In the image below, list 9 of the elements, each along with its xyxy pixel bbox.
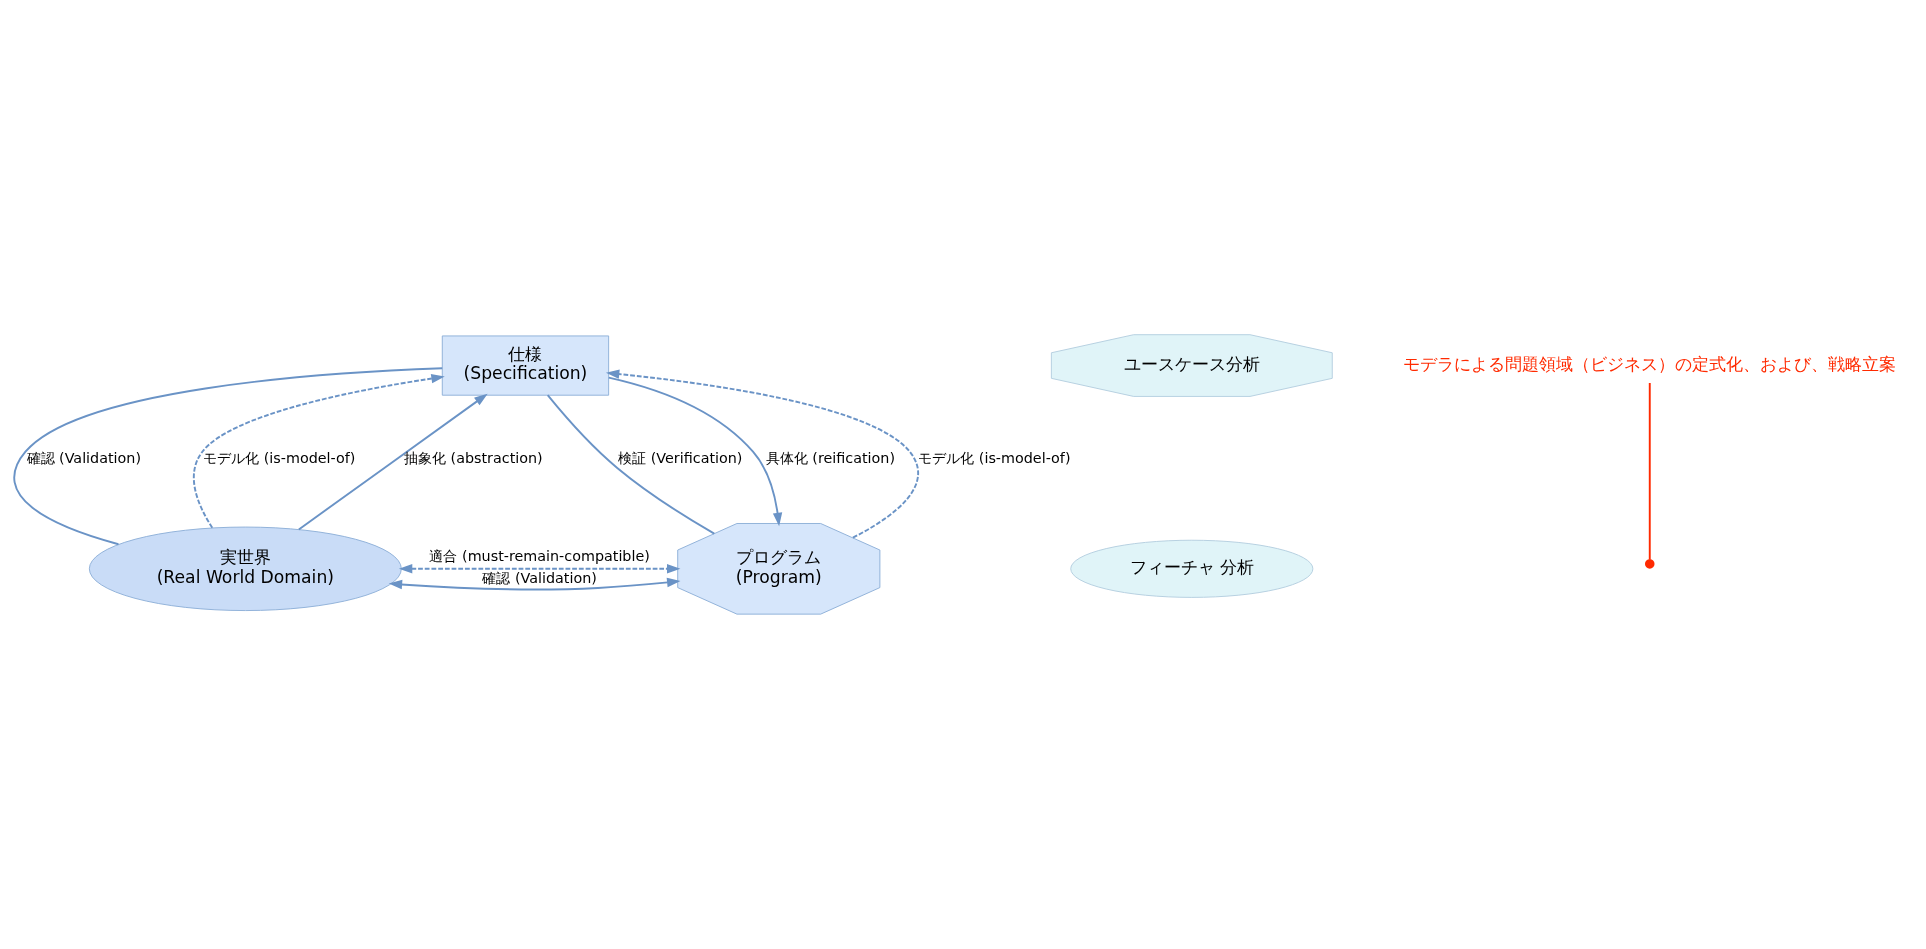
edge-label: 抽象化 (abstraction) <box>404 450 543 467</box>
edge-label: モデル化 (is-model-of) <box>918 450 1071 467</box>
node-text: モデラによる問題領域（ビジネス）の定式化、および、戦略立案 <box>1403 353 1897 374</box>
edge-label: 検証 (Verification) <box>618 450 743 467</box>
edge-label: 確認 (Validation) <box>26 450 142 467</box>
edge-label: 適合 (must-remain-compatible) <box>429 548 650 565</box>
edge-label: 確認 (Validation) <box>482 570 597 587</box>
edge-label: モデル化 (is-model-of) <box>203 450 356 467</box>
edge-label: 具体化 (reification) <box>765 450 896 467</box>
